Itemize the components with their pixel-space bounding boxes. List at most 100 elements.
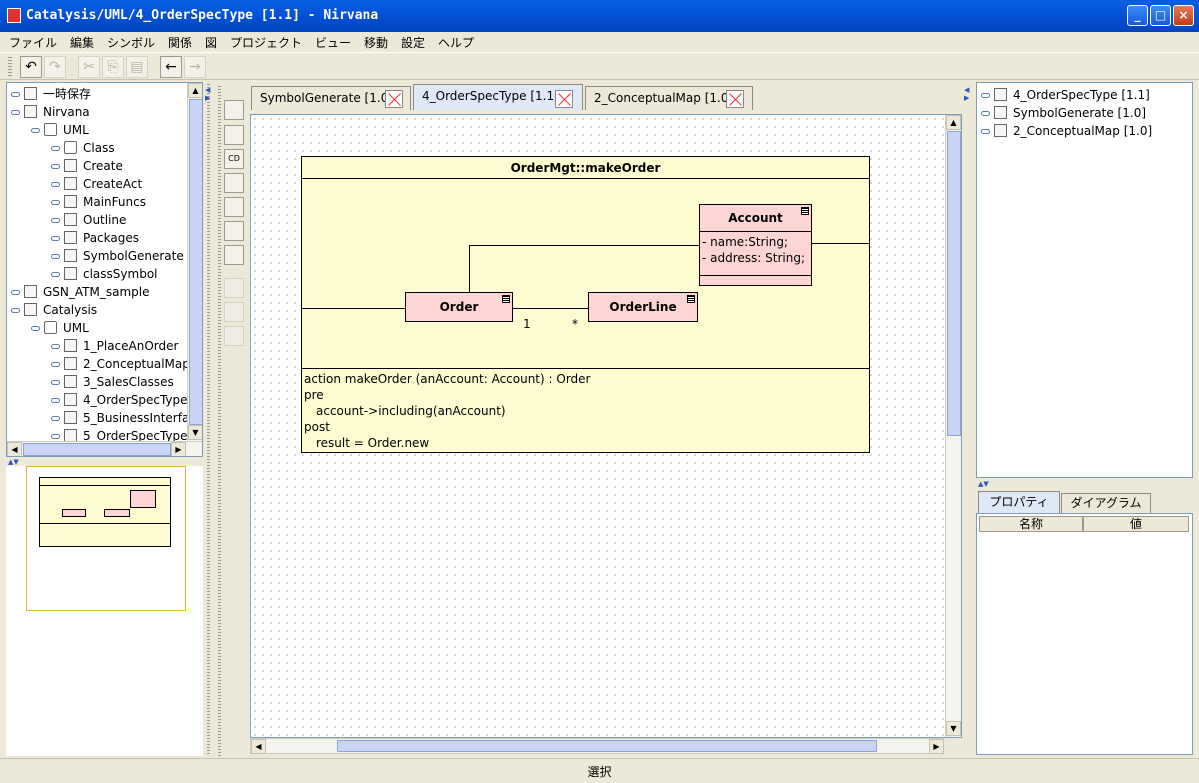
tree-item[interactable]: Catalysis: [11, 301, 97, 319]
arrow-tool-icon[interactable]: [224, 278, 244, 298]
tab-diagram[interactable]: ダイアグラム: [1061, 493, 1151, 513]
overview-viewport[interactable]: [26, 466, 186, 611]
tab-properties[interactable]: プロパティ: [978, 491, 1060, 513]
scroll-down-arrow[interactable]: ▼: [946, 721, 961, 736]
redo-button[interactable]: ↷: [44, 56, 66, 78]
class-orderline[interactable]: OrderLine: [588, 292, 698, 322]
tree-key-icon[interactable]: [51, 416, 60, 421]
class-account[interactable]: Account - name:String; - address: String…: [699, 204, 812, 286]
tree-vscroll[interactable]: ▲ ▼: [187, 83, 202, 441]
menu-move[interactable]: 移動: [364, 36, 389, 50]
tree-key-icon[interactable]: [51, 272, 60, 277]
scroll-up-arrow[interactable]: ▲: [946, 115, 961, 130]
close-button[interactable]: ×: [1173, 5, 1194, 26]
right-collapse-arrows[interactable]: ◀▶: [964, 86, 970, 102]
scroll-right-arrow[interactable]: ▶: [929, 739, 944, 754]
tree-key-icon[interactable]: [51, 344, 60, 349]
tree-item[interactable]: GSN_ATM_sample: [11, 283, 149, 301]
tree-key-icon[interactable]: [51, 434, 60, 439]
class-order[interactable]: Order: [405, 292, 513, 322]
cut-button[interactable]: ✂: [78, 56, 100, 78]
tree-key-icon[interactable]: [51, 182, 60, 187]
cd-tool-icon[interactable]: CD: [224, 149, 244, 169]
tree-key-icon[interactable]: [11, 92, 20, 97]
tab-4-orderspectype[interactable]: 4_OrderSpecType [1.1]: [413, 84, 583, 110]
document-tool-icon[interactable]: [224, 197, 244, 217]
tab-symbolgenerate[interactable]: SymbolGenerate [1.0]: [251, 86, 411, 110]
column-header-value[interactable]: 値: [1083, 516, 1189, 532]
tree-key-icon[interactable]: [51, 380, 60, 385]
tree-key-icon[interactable]: [51, 200, 60, 205]
properties-table[interactable]: 名称 値: [976, 513, 1193, 755]
tree-item[interactable]: Packages: [51, 229, 139, 247]
tree-key-icon[interactable]: [11, 290, 20, 295]
menu-project[interactable]: プロジェクト: [230, 36, 303, 50]
tree-key-icon[interactable]: [31, 128, 40, 133]
open-diagram-item[interactable]: 4_OrderSpecType [1.1]: [981, 86, 1150, 104]
open-diagram-item[interactable]: SymbolGenerate [1.0]: [981, 104, 1146, 122]
tree-item[interactable]: Nirvana: [11, 103, 90, 121]
scroll-left-arrow[interactable]: ◀: [7, 442, 22, 456]
tree-key-icon[interactable]: [51, 164, 60, 169]
tab-2-conceptualmap[interactable]: 2_ConceptualMap [1.0]: [585, 86, 753, 110]
tree-key-icon[interactable]: [51, 254, 60, 259]
splitter-arrows[interactable]: ▲▼: [8, 458, 19, 466]
maximize-button[interactable]: □: [1150, 5, 1171, 26]
canvas-hscroll[interactable]: ◀ ▶: [250, 738, 944, 754]
tree-item[interactable]: CreateAct: [51, 175, 142, 193]
tree-key-icon[interactable]: [51, 398, 60, 403]
paste-button[interactable]: ▤: [126, 56, 148, 78]
diagram-canvas[interactable]: OrderMgt::makeOrder action makeOrder (an…: [250, 114, 962, 738]
canvas-vscroll[interactable]: ▲ ▼: [945, 115, 961, 737]
tree-key-icon[interactable]: [51, 218, 60, 223]
left-collapse-arrows[interactable]: ◀▶: [205, 86, 211, 102]
spec-frame-tool-icon[interactable]: [224, 100, 244, 120]
menu-edit[interactable]: 編集: [70, 36, 95, 50]
line-tool-icon[interactable]: [224, 302, 244, 322]
dashed-arrow-tool-icon[interactable]: [224, 326, 244, 346]
tree-item[interactable]: UML: [31, 121, 89, 139]
hscroll-thumb[interactable]: [337, 740, 877, 752]
package-tool-icon[interactable]: [224, 221, 244, 241]
close-tab-icon[interactable]: [555, 90, 573, 108]
splitter-arrows[interactable]: ▲▼: [978, 480, 989, 488]
tree-item[interactable]: 5_BusinessInterfa: [51, 409, 189, 427]
copy-button[interactable]: ⎘: [102, 56, 124, 78]
tree-item[interactable]: 一時保存: [11, 85, 91, 103]
toolbar-grip[interactable]: [8, 57, 12, 77]
menu-help[interactable]: ヘルプ: [438, 36, 475, 50]
scroll-down-arrow[interactable]: ▼: [188, 425, 202, 440]
menu-settings[interactable]: 設定: [401, 36, 426, 50]
menu-view[interactable]: ビュー: [315, 36, 352, 50]
tree-item[interactable]: Outline: [51, 211, 126, 229]
usecase-tool-icon[interactable]: [224, 173, 244, 193]
close-tab-icon[interactable]: [726, 90, 744, 108]
tree-item[interactable]: 3_SalesClasses: [51, 373, 174, 391]
tree-item[interactable]: SymbolGenerate: [51, 247, 184, 265]
back-button[interactable]: ←: [160, 56, 182, 78]
tree-key-icon[interactable]: [31, 326, 40, 331]
tree-key-icon[interactable]: [11, 110, 20, 115]
menu-symbol[interactable]: シンボル: [107, 36, 156, 50]
note-tool-icon[interactable]: [224, 245, 244, 265]
scroll-right-arrow[interactable]: ▶: [171, 442, 186, 456]
tree-item[interactable]: 5_OrderSpecType: [51, 427, 188, 445]
class-tool-icon[interactable]: [224, 125, 244, 145]
open-diagram-item[interactable]: 2_ConceptualMap [1.0]: [981, 122, 1152, 140]
tree-item[interactable]: MainFuncs: [51, 193, 146, 211]
tree-item[interactable]: Create: [51, 157, 123, 175]
open-diagrams-tree[interactable]: 4_OrderSpecType [1.1] SymbolGenerate [1.…: [976, 82, 1193, 478]
column-header-name[interactable]: 名称: [979, 516, 1083, 532]
tree-item[interactable]: 4_OrderSpecType: [51, 391, 188, 409]
tree-hscroll[interactable]: ◀ ▶: [7, 441, 202, 456]
menu-relation[interactable]: 関係: [168, 36, 193, 50]
minimize-button[interactable]: _: [1127, 5, 1148, 26]
tree-item[interactable]: Class: [51, 139, 115, 157]
menu-file[interactable]: ファイル: [9, 36, 58, 50]
forward-button[interactable]: →: [184, 56, 206, 78]
menu-diagram[interactable]: 図: [205, 36, 218, 50]
close-tab-icon[interactable]: [385, 90, 403, 108]
tree-key-icon[interactable]: [11, 308, 20, 313]
undo-button[interactable]: ↶: [20, 56, 42, 78]
scroll-thumb[interactable]: [189, 99, 202, 425]
